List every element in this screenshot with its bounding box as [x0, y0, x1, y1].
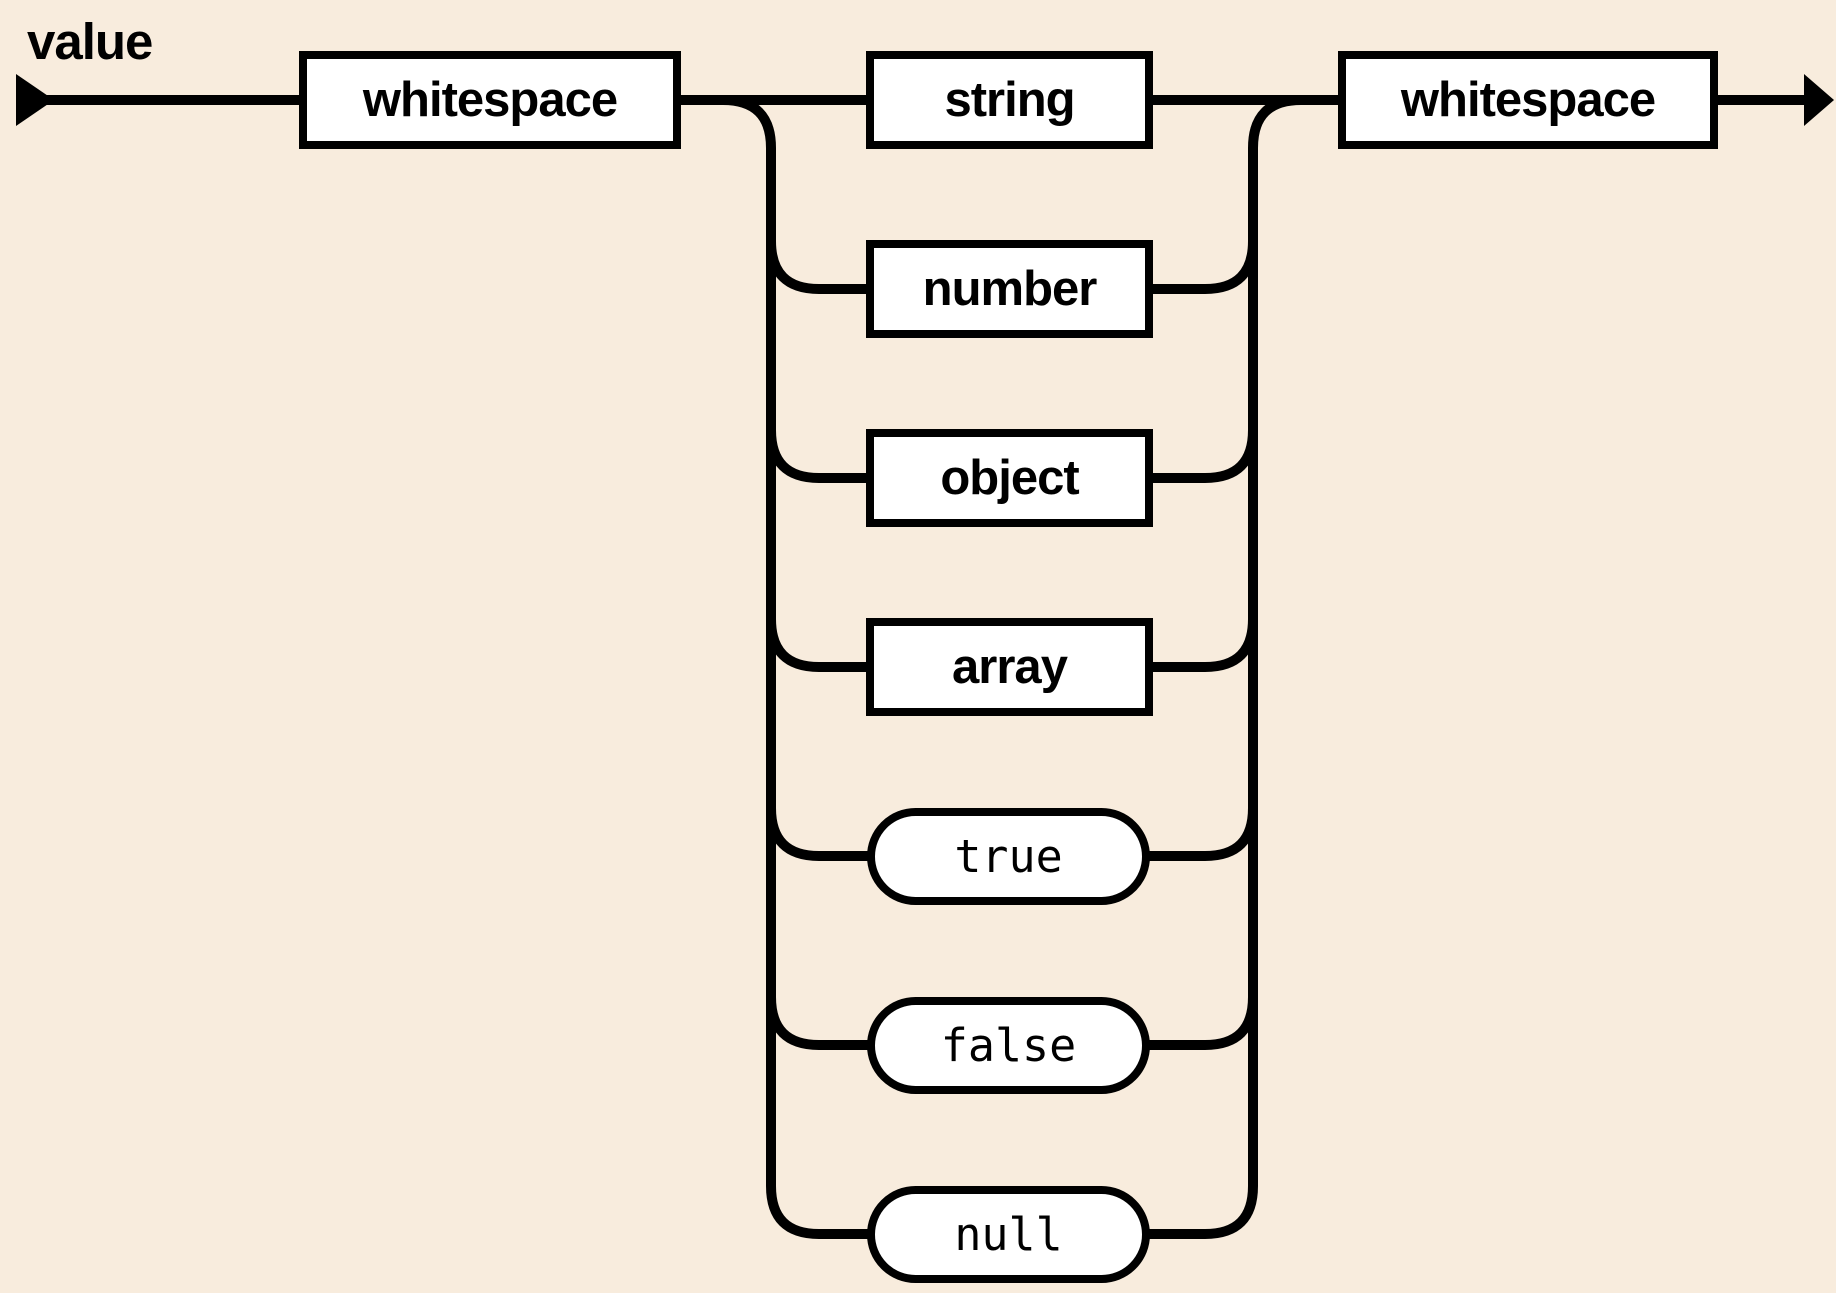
rule-name-label: value — [27, 13, 153, 70]
entry-arrow-icon — [16, 74, 54, 126]
node-whitespace-pre-label: whitespace — [362, 73, 618, 127]
node-number: number — [866, 240, 1153, 338]
node-string-label: string — [944, 73, 1075, 127]
node-string: string — [866, 51, 1153, 149]
node-number-label: number — [922, 262, 1098, 316]
branch-split-line — [722, 95, 869, 1239]
node-null-label: null — [954, 1208, 1063, 1261]
node-whitespace-post-label: whitespace — [1400, 73, 1656, 127]
node-false: false — [867, 997, 1150, 1094]
node-true-label: true — [954, 830, 1063, 883]
branch-merge-line — [1148, 95, 1302, 1239]
node-false-label: false — [940, 1019, 1077, 1072]
node-whitespace-post: whitespace — [1338, 51, 1718, 149]
node-null: null — [867, 1186, 1150, 1283]
node-array: array — [866, 618, 1153, 716]
node-object: object — [866, 429, 1153, 527]
exit-arrow-icon — [1804, 74, 1834, 126]
node-whitespace-pre: whitespace — [299, 51, 681, 149]
node-true: true — [867, 808, 1150, 905]
node-object-label: object — [940, 451, 1079, 505]
node-array-label: array — [952, 640, 1068, 694]
